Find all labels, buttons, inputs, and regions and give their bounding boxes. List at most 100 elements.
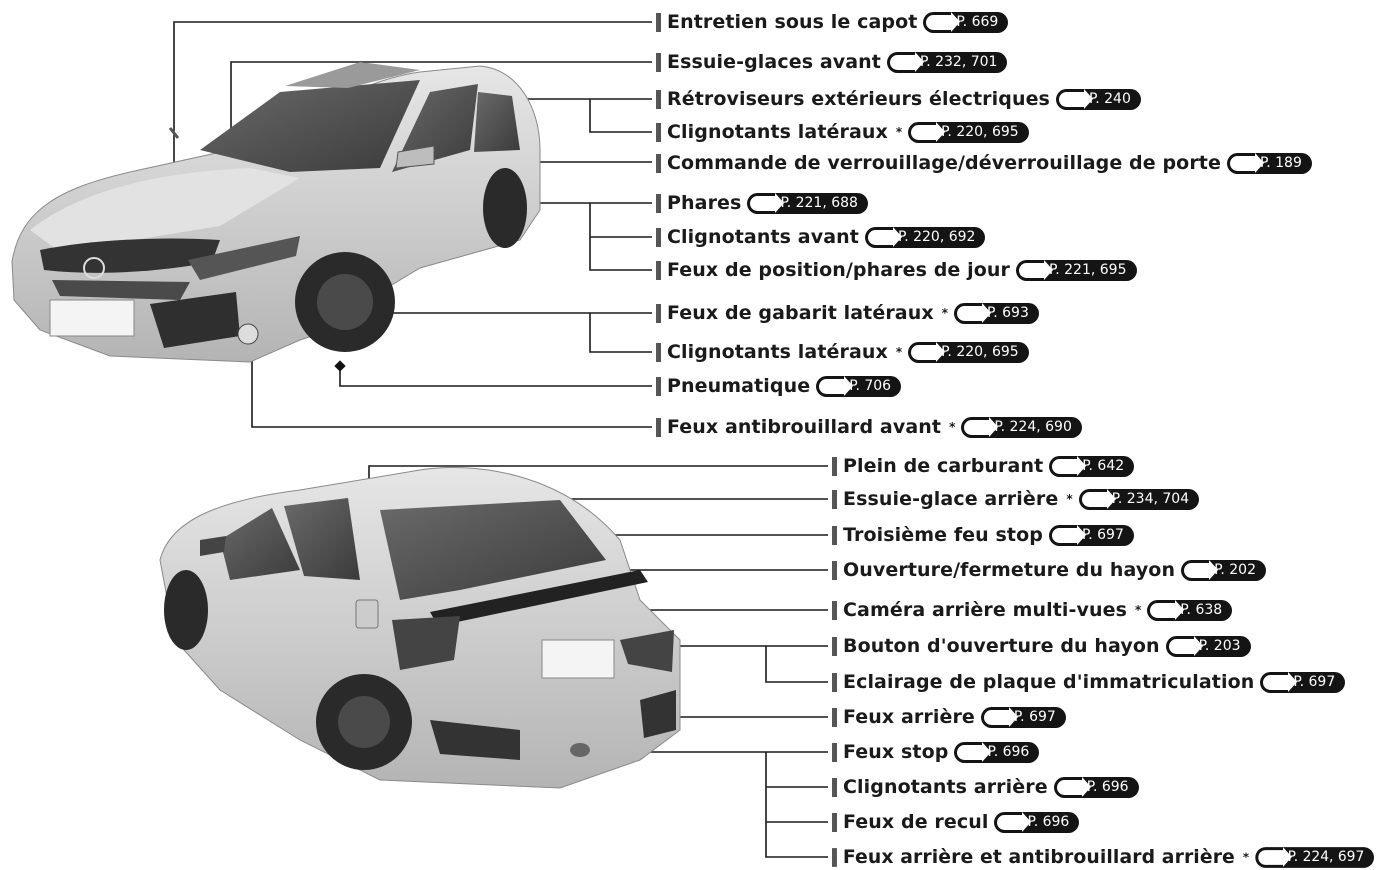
page-ref-arrow-icon (1229, 152, 1264, 173)
callout-bar (832, 525, 837, 545)
page-ref-link[interactable]: P. 697 (1048, 524, 1134, 546)
page-ref-link[interactable]: P. 706 (816, 375, 902, 397)
callout-reverse: Feux de recul P. 696 (832, 809, 1080, 835)
callout-text: Ouverture/fermeture du hayon (843, 559, 1176, 581)
page-ref-arrow-icon (997, 811, 1032, 832)
page-ref-text: P. 202 (1214, 562, 1256, 578)
page-ref-arrow-icon (1263, 671, 1298, 692)
page-ref-arrow-icon (889, 51, 924, 72)
callout-door-lock: Commande de verrouillage/déverrouillage … (656, 150, 1312, 176)
page-ref-link[interactable]: P. 203 (1165, 635, 1251, 657)
page-ref-arrow-icon (819, 375, 854, 396)
page-ref-link[interactable]: P. 696 (954, 741, 1040, 763)
leader-line (428, 656, 828, 858)
callout-text: Clignotants arrière (843, 776, 1048, 798)
page-ref-arrow-icon (1051, 524, 1086, 545)
callout-bar (656, 153, 661, 173)
page-ref-text: P. 232, 701 (919, 54, 998, 70)
callout-text: Essuie-glace arrière (843, 488, 1059, 510)
page-ref-link[interactable]: P. 224, 697 (1254, 846, 1375, 868)
page-ref-text: P. 696 (987, 744, 1030, 760)
callout-text: Bouton d'ouverture du hayon (843, 635, 1160, 657)
page-ref-text: P. 240 (1088, 91, 1131, 107)
page-ref-link[interactable]: P. 669 (923, 11, 1009, 33)
optional-asterisk: * (941, 306, 948, 320)
callout-text: Entretien sous le capot (667, 11, 918, 33)
page-ref-text: P. 189 (1259, 155, 1302, 171)
page-ref-link[interactable]: P. 202 (1181, 559, 1266, 581)
callout-fuel: Plein de carburant P. 642 (832, 453, 1135, 479)
page-ref-arrow-icon (1168, 635, 1203, 656)
page-ref-text: P. 693 (986, 305, 1029, 321)
page-ref-text: P. 220, 695 (941, 124, 1019, 140)
callout-bar (832, 560, 837, 580)
page-ref-text: P. 696 (1027, 814, 1070, 830)
page-ref-text: P. 697 (1013, 709, 1056, 725)
page-ref-text: P. 642 (1082, 458, 1125, 474)
leader-line (339, 366, 652, 387)
page-ref-arrow-icon (1018, 259, 1053, 280)
callout-bar (832, 777, 837, 797)
callout-bar (656, 52, 661, 72)
page-ref-link[interactable]: P. 642 (1049, 455, 1135, 477)
page-ref-link[interactable]: P. 638 (1147, 599, 1233, 621)
optional-asterisk: * (895, 345, 903, 359)
page-ref-link[interactable]: P. 189 (1226, 152, 1312, 174)
page-ref-link[interactable]: P. 221, 695 (1015, 259, 1137, 281)
callout-camera: Caméra arrière multi-vues*P. 638 (832, 597, 1233, 623)
callout-text: Eclairage de plaque d'immatriculation (843, 671, 1255, 693)
callout-text: Feux arrière (843, 706, 975, 728)
page-ref-link[interactable]: P. 693 (953, 302, 1039, 324)
page-ref-arrow-icon (750, 192, 785, 213)
callout-bar (656, 303, 661, 323)
page-ref-text: P. 706 (849, 378, 892, 394)
page-ref-link[interactable]: P. 697 (1260, 671, 1346, 693)
page-ref-link[interactable]: P. 696 (994, 811, 1080, 833)
callout-bar (832, 456, 837, 476)
callout-bar (656, 417, 661, 437)
page-ref-arrow-icon (1150, 599, 1185, 620)
callout-side-marker: Feux de gabarit latéraux * P. 693 (656, 300, 1039, 326)
page-ref-link[interactable]: P. 240 (1055, 88, 1141, 110)
page-ref-arrow-icon (983, 706, 1018, 727)
callout-bar (832, 600, 837, 620)
callout-side-turn-mirror: Clignotants latéraux * P. 220, 695 (656, 119, 1029, 145)
callout-text: Feux de gabarit latéraux (667, 302, 934, 324)
callout-text: Essuie-glaces avant (667, 51, 881, 73)
optional-asterisk: * (949, 420, 956, 434)
page-ref-link[interactable]: P. 232, 701 (886, 51, 1008, 73)
page-ref-link[interactable]: P. 221, 688 (747, 192, 868, 214)
page-ref-arrow-icon (1257, 846, 1292, 867)
page-ref-text: P. 638 (1180, 602, 1223, 618)
callout-text: Clignotants latéraux (667, 121, 888, 143)
callout-bar (656, 260, 661, 280)
page-ref-link[interactable]: P. 220, 692 (864, 226, 986, 248)
callout-text: Feux de recul (843, 811, 989, 833)
optional-asterisk: * (895, 125, 903, 139)
page-ref-link[interactable]: P. 220, 695 (908, 121, 1029, 143)
callout-text: Clignotants latéraux (667, 341, 888, 363)
callout-hood: Entretien sous le capot P. 669 (656, 9, 1009, 35)
callout-text: Troisième feu stop (843, 524, 1043, 546)
page-ref-text: P. 669 (956, 14, 999, 30)
callout-text: Rétroviseurs extérieurs électriques (667, 88, 1050, 110)
callout-bar (832, 812, 837, 832)
page-ref-link[interactable]: P. 224, 690 (961, 416, 1082, 438)
page-ref-link[interactable]: P. 697 (980, 706, 1066, 728)
callout-text: Plein de carburant (843, 455, 1044, 477)
page-ref-arrow-icon (1081, 488, 1116, 509)
callout-bar (656, 12, 661, 32)
callout-text: Feux arrière et antibrouillard arrière (842, 846, 1235, 868)
page-ref-link[interactable]: P. 234, 704 (1078, 488, 1200, 510)
page-ref-arrow-icon (956, 302, 991, 323)
page-ref-text: P. 224, 697 (1287, 849, 1365, 865)
page-ref-link[interactable]: P. 220, 695 (908, 341, 1029, 363)
leader-dot (334, 360, 346, 372)
page-ref-link[interactable]: P. 696 (1053, 776, 1139, 798)
callout-bar (656, 342, 661, 362)
